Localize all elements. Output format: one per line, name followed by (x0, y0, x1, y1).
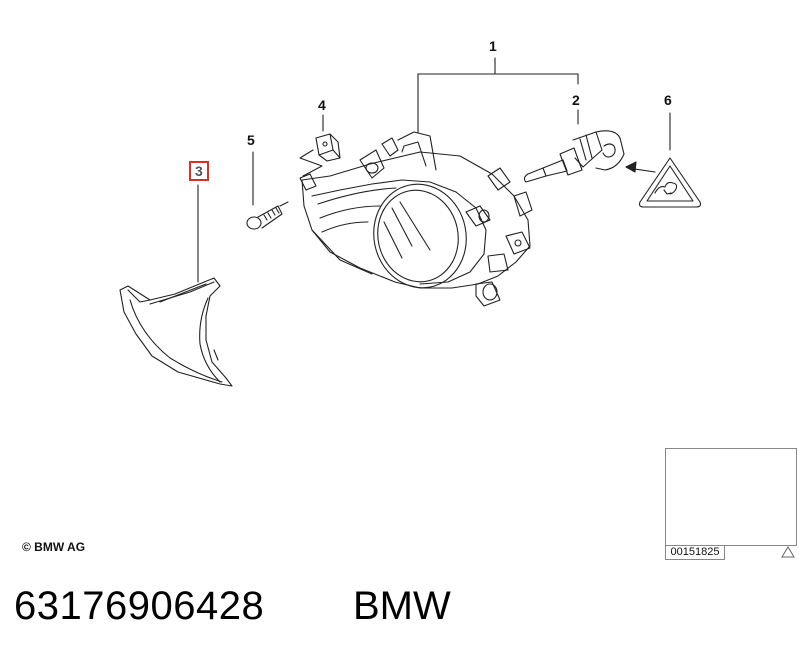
triangle-icon (781, 546, 795, 558)
copyright-text: © BMW AG (22, 540, 86, 554)
screw-part (246, 201, 289, 230)
callout-4-leader (299, 114, 324, 177)
vehicle-thumbnail (665, 448, 797, 546)
thumbnail-code: 00151825 (665, 545, 725, 560)
callout-1-leader (417, 57, 579, 134)
fog-light-part (299, 131, 533, 307)
trim-cover-part (119, 277, 233, 387)
callout-6: 6 (664, 92, 672, 108)
callout-3: 3 (189, 161, 209, 181)
arrow-icon (625, 161, 656, 173)
warning-label-part (638, 157, 702, 208)
part-number: 63176906428 (14, 584, 265, 628)
callout-4: 4 (318, 97, 326, 113)
callout-5: 5 (247, 132, 255, 148)
bulb-part (523, 130, 625, 183)
callout-1: 1 (489, 38, 497, 54)
callout-2: 2 (572, 92, 580, 108)
brand-name: BMW (353, 584, 451, 628)
clip-nut-part (315, 133, 341, 162)
